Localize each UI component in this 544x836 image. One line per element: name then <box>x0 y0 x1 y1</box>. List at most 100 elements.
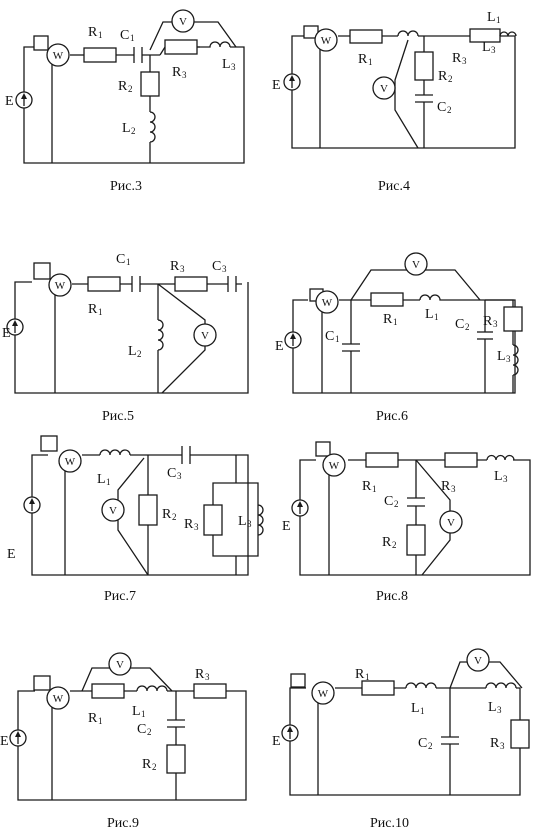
label-L3-sub: 3 <box>231 62 236 72</box>
inductor-L1 <box>419 294 445 301</box>
label-R3-sub: 3 <box>205 672 210 682</box>
wattmeter-label: W <box>65 456 76 468</box>
voltmeter-icon <box>101 498 125 522</box>
label-L3: L <box>238 514 247 529</box>
label-R2: R <box>118 79 128 94</box>
label-L3-sub: 3 <box>491 45 496 55</box>
voltmeter-label: V <box>412 259 420 271</box>
wattmeter-label: W <box>321 35 332 47</box>
resistor-R3 <box>503 306 523 332</box>
label-C1: C <box>116 252 125 267</box>
label-C1: C <box>325 329 334 344</box>
label-R3-sub: 3 <box>180 264 185 274</box>
label-L1: L <box>425 307 434 322</box>
label-C2-sub: 2 <box>428 741 433 751</box>
voltmeter-label: V <box>109 505 117 517</box>
label-C2-sub: 2 <box>447 105 452 115</box>
wattmeter-label: W <box>53 50 64 62</box>
label-L1-sub: 1 <box>106 477 111 487</box>
voltmeter-label: V <box>380 83 388 95</box>
label-L1: L <box>487 10 496 25</box>
voltage-source-icon <box>281 724 299 742</box>
resistor-R3 <box>444 452 478 468</box>
label-C1-sub: 1 <box>126 257 131 267</box>
voltage-source-icon <box>284 331 302 349</box>
voltmeter-label: V <box>116 659 124 671</box>
voltmeter-icon <box>372 76 396 100</box>
voltmeter-label: V <box>201 330 209 342</box>
label-L3-sub: 3 <box>247 519 252 529</box>
label-R3: R <box>490 736 500 751</box>
label-C1: C <box>120 28 129 43</box>
figure-caption: Рис.3 <box>110 179 142 194</box>
label-R2-sub: 2 <box>172 512 177 522</box>
label-R1-sub: 1 <box>98 716 103 726</box>
figure-caption: Рис.6 <box>376 409 408 424</box>
inductor-L2 <box>149 111 156 146</box>
label-R1: R <box>88 711 98 726</box>
label-R2: R <box>162 507 172 522</box>
label-L3: L <box>497 349 506 364</box>
label-L1: L <box>97 472 106 487</box>
wattmeter-icon <box>322 453 346 477</box>
voltmeter-label: V <box>447 517 455 529</box>
voltmeter-icon <box>193 323 217 347</box>
label-R3-sub: 3 <box>493 319 498 329</box>
label-R1-sub: 1 <box>98 307 103 317</box>
label-C2-sub: 2 <box>394 499 399 509</box>
label-L1: L <box>132 704 141 719</box>
resistor-R1 <box>91 683 125 699</box>
inductor-L3 <box>257 504 264 536</box>
voltmeter-icon <box>439 510 463 534</box>
resistor-R1 <box>349 29 383 44</box>
label-R1: R <box>358 52 368 67</box>
label-R3: R <box>184 517 194 532</box>
resistor-R2 <box>138 494 158 526</box>
label-R3-sub: 3 <box>500 741 505 751</box>
label-C3-sub: 3 <box>177 471 182 481</box>
label-E: E <box>5 94 14 109</box>
voltmeter-label: V <box>179 16 187 28</box>
label-L2-sub: 2 <box>137 349 142 359</box>
label-R3: R <box>483 314 493 329</box>
inductor-L3 <box>486 454 515 461</box>
resistor-R1 <box>361 680 395 696</box>
label-R3: R <box>170 259 180 274</box>
label-L3: L <box>482 40 491 55</box>
label-C3: C <box>212 259 221 274</box>
wattmeter-label: W <box>318 688 329 700</box>
label-R3: R <box>441 479 451 494</box>
label-R1: R <box>383 312 393 327</box>
label-R1-sub: 1 <box>368 57 373 67</box>
resistor-R3 <box>510 719 530 749</box>
label-E: E <box>2 326 11 341</box>
label-R3: R <box>452 51 462 66</box>
figure-caption: Рис.4 <box>378 179 410 194</box>
resistor-R3 <box>203 504 223 536</box>
label-C2-sub: 2 <box>465 322 470 332</box>
label-E: E <box>275 339 284 354</box>
voltage-source-icon <box>283 73 301 91</box>
label-L1-sub: 1 <box>141 709 146 719</box>
label-L2: L <box>128 344 137 359</box>
voltmeter-icon <box>404 252 428 276</box>
wattmeter-icon <box>311 681 335 705</box>
wattmeter-icon <box>315 290 339 314</box>
label-L3: L <box>488 700 497 715</box>
voltage-source-icon <box>23 496 41 514</box>
label-R3-sub: 3 <box>451 484 456 494</box>
label-L1-sub: 1 <box>434 312 439 322</box>
label-R1: R <box>362 479 372 494</box>
figure-caption: Рис.8 <box>376 589 408 604</box>
label-L1-sub: 1 <box>496 15 501 25</box>
label-E: E <box>272 78 281 93</box>
label-L3-sub: 3 <box>503 474 508 484</box>
label-C1-sub: 1 <box>130 33 135 43</box>
label-L2-sub: 2 <box>131 126 136 136</box>
inductor-L3 <box>197 41 231 48</box>
